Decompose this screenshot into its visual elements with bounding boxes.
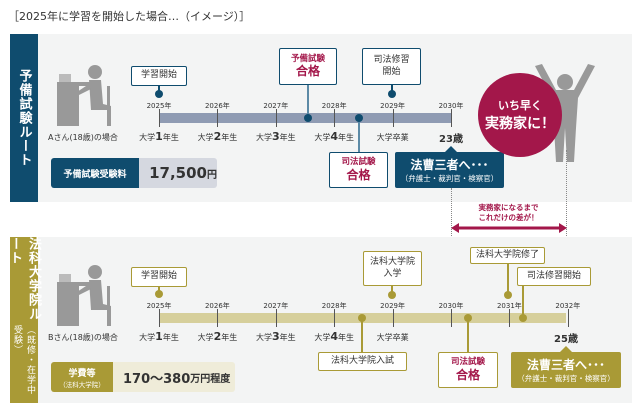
gap-caption: 実務家になるまでこれだけの差が！ — [478, 203, 539, 222]
case-a-label: Aさん(18歳)の場合 — [48, 133, 118, 142]
event-bar-exam-pass-a: 司法試験合格 — [329, 152, 388, 188]
gap-arrow — [451, 223, 567, 233]
grade-label: 大学4年生 — [314, 330, 355, 343]
case-b-label: Bさん(18歳)の場合 — [48, 333, 118, 342]
fee-label-a: 予備試験受験料 — [51, 158, 140, 188]
year-tick — [392, 109, 394, 127]
event-bar-exam-pass-b: 司法試験合格 — [438, 352, 498, 388]
milestone-dot — [155, 90, 163, 98]
year-label: 2026年 — [204, 102, 230, 110]
year-tick — [451, 109, 452, 127]
grade-label: 大学1年生 — [139, 130, 179, 143]
year-label: 2028年 — [321, 102, 347, 110]
year-label: 2029年 — [380, 102, 406, 110]
person-studying-icon — [57, 265, 111, 326]
grade-label: 大学3年生 — [255, 130, 296, 143]
year-tick — [451, 309, 452, 327]
year-tick — [509, 309, 511, 327]
milestone-dot — [304, 114, 312, 122]
year-label: 2025年 — [146, 302, 172, 310]
event-law-school-enroll: 法科大学院入学 — [363, 251, 422, 286]
year-tick — [217, 309, 219, 327]
year-label: 2030年 — [438, 302, 464, 310]
milestone-dot — [355, 114, 363, 122]
year-tick — [217, 109, 219, 127]
event-training-start-a: 司法修習開始 — [362, 48, 421, 85]
route-b-label: 法科大学院ルート（既修・在学中受験） — [7, 237, 41, 403]
year-label: 2025年 — [146, 102, 172, 110]
route-a-label: 予備試験ルート — [10, 34, 38, 202]
event-training-start-b: 司法修習開始 — [517, 267, 591, 286]
year-label: 2027年 — [263, 102, 289, 110]
fee-value-b: 170〜380 — [123, 371, 191, 387]
event-law-school-complete: 法科大学院修了 — [470, 247, 545, 264]
year-tick — [392, 309, 394, 327]
age-a: 23歳 — [439, 134, 463, 145]
year-tick — [159, 109, 160, 127]
year-label: 2027年 — [263, 302, 289, 310]
year-label: 2032年 — [555, 302, 581, 310]
page-title: ［2025年に学習を開始した場合…（イメージ）］ — [8, 10, 251, 23]
event-study-start-b: 学習開始 — [131, 267, 187, 287]
grade-label: 大学1年生 — [139, 330, 179, 343]
goal-legal-professions-b: 法曹三者へ･･･（弁護士・裁判官・検察官） — [511, 352, 621, 388]
year-tick — [275, 309, 277, 327]
grade-label: 大学卒業 — [376, 133, 409, 142]
grade-label: 大学卒業 — [376, 333, 409, 342]
year-label: 2030年 — [438, 102, 464, 110]
badge-early-practitioner: いち早く実務家に！ — [478, 73, 562, 157]
year-tick — [334, 109, 336, 127]
milestone-dot — [388, 291, 396, 299]
milestone-dot — [519, 314, 527, 322]
year-label: 2031年 — [496, 302, 522, 310]
grade-label: 大学3年生 — [255, 330, 296, 343]
year-tick — [334, 309, 336, 327]
grade-label: 大学2年生 — [197, 130, 238, 143]
event-law-school-exam: 法科大学院入試 — [318, 352, 407, 371]
milestone-dot — [155, 290, 163, 298]
year-tick — [275, 109, 277, 127]
year-label: 2026年 — [204, 302, 230, 310]
fee-label-b: 学費等（法科大学院） — [51, 362, 113, 392]
year-label: 2029年 — [380, 302, 406, 310]
milestone-dot — [388, 90, 396, 98]
year-tick — [159, 309, 160, 327]
year-tick — [567, 309, 569, 327]
event-prelim-pass: 予備試験合格 — [279, 48, 337, 85]
event-study-start-a: 学習開始 — [131, 66, 187, 86]
grade-label: 大学2年生 — [197, 330, 238, 343]
goal-legal-professions-a: 法曹三者へ･･･（弁護士・裁判官・検察官） — [395, 152, 504, 188]
year-label: 2028年 — [321, 302, 347, 310]
person-studying-icon — [57, 65, 111, 126]
milestone-dot — [504, 291, 512, 299]
grade-label: 大学4年生 — [314, 130, 355, 143]
age-b: 25歳 — [554, 334, 578, 345]
fee-value-a: 17,500 — [149, 164, 207, 182]
